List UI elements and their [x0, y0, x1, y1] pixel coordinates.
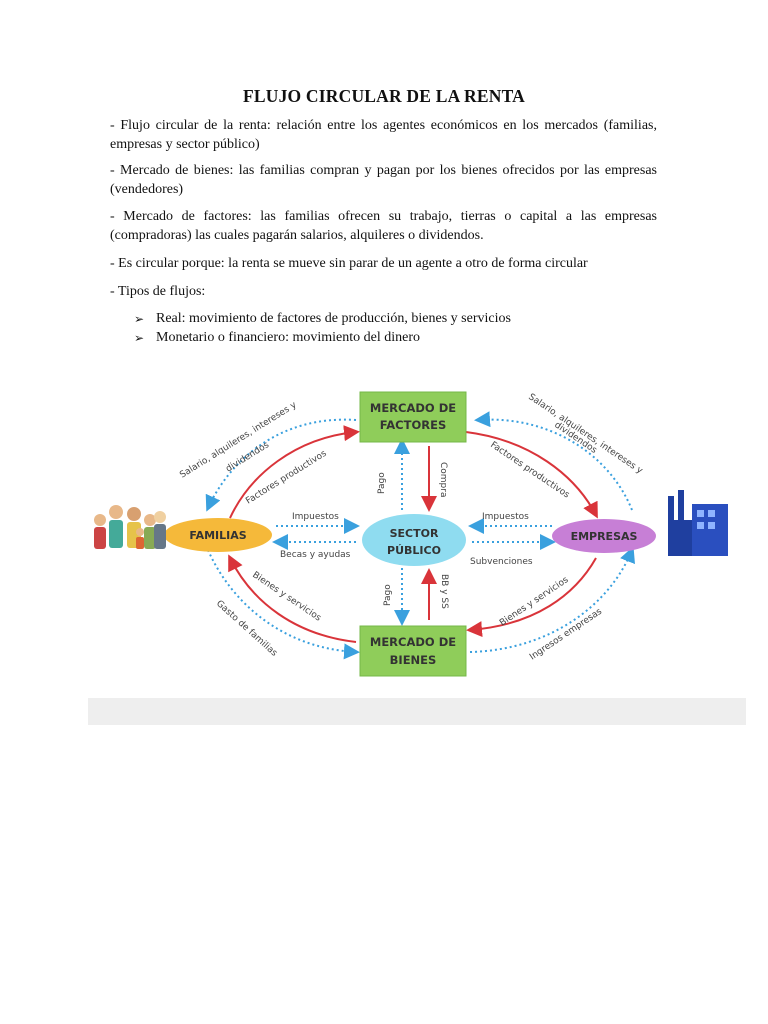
paragraph-mercado-bienes: - Mercado de bienes: las familias compra… — [110, 162, 657, 199]
page-title: FLUJO CIRCULAR DE LA RENTA — [0, 86, 768, 107]
mercado-bienes-node: MERCADO DE BIENES — [360, 626, 466, 676]
mercado-bienes-label-1: MERCADO DE — [370, 635, 456, 649]
flow-bienes-right — [470, 558, 596, 630]
label-becas: Becas y ayudas — [280, 550, 351, 560]
sector-label-2: PÚBLICO — [387, 544, 441, 557]
footer-bar — [88, 698, 746, 725]
paragraph-mercado-factores: - Mercado de factores: las familias ofre… — [110, 208, 657, 245]
list-item: ➢ Real: movimiento de factores de produc… — [134, 310, 511, 329]
label-pago-bottom: Pago — [383, 584, 393, 606]
family-illustration — [94, 505, 166, 549]
label-subvenciones: Subvenciones — [470, 557, 533, 567]
sector-publico-node: SECTOR PÚBLICO — [362, 514, 466, 566]
paragraph-circular: - Es circular porque: la renta se mueve … — [110, 255, 657, 274]
mercado-factores-label-1: MERCADO DE — [370, 401, 456, 415]
label-bienes-right: Bienes y servicios — [498, 575, 571, 629]
sector-label-1: SECTOR — [390, 527, 439, 540]
arrow-bullet-icon: ➢ — [134, 329, 156, 348]
bullet-list: ➢ Real: movimiento de factores de produc… — [134, 310, 511, 347]
factory-icon — [668, 490, 728, 556]
mercado-bienes-label-2: BIENES — [390, 653, 437, 667]
paragraph-tipos: - Tipos de flujos: — [110, 283, 657, 302]
flow-gasto-left — [208, 550, 356, 652]
empresas-label: EMPRESAS — [571, 530, 638, 543]
circular-flow-diagram: MERCADO DE FACTORES MERCADO DE BIENES FA… — [80, 380, 740, 690]
flow-salario-right — [478, 420, 632, 510]
label-impuestos-left: Impuestos — [292, 512, 339, 522]
arrow-bullet-icon: ➢ — [134, 310, 156, 329]
label-impuestos-right: Impuestos — [482, 512, 529, 522]
bullet-text: Real: movimiento de factores de producci… — [156, 310, 511, 329]
familias-node: FAMILIAS — [164, 518, 272, 552]
label-compra: Compra — [438, 462, 448, 498]
label-bienes-left: Bienes y servicios — [250, 570, 323, 624]
bullet-text: Monetario o financiero: movimiento del d… — [156, 329, 420, 348]
label-ingresos: Ingresos empresas — [528, 607, 604, 663]
familias-label: FAMILIAS — [189, 529, 246, 542]
mercado-factores-node: MERCADO DE FACTORES — [360, 392, 466, 442]
paragraph-definition: - Flujo circular de la renta: relación e… — [110, 117, 657, 154]
list-item: ➢ Monetario o financiero: movimiento del… — [134, 329, 511, 348]
empresas-node: EMPRESAS — [552, 519, 656, 553]
label-pago-top: Pago — [377, 472, 387, 494]
mercado-factores-label-2: FACTORES — [380, 418, 447, 432]
label-salario-right-1: Salario, alquileres, intereses y — [526, 392, 644, 476]
label-bbss: BB y SS — [439, 574, 449, 609]
